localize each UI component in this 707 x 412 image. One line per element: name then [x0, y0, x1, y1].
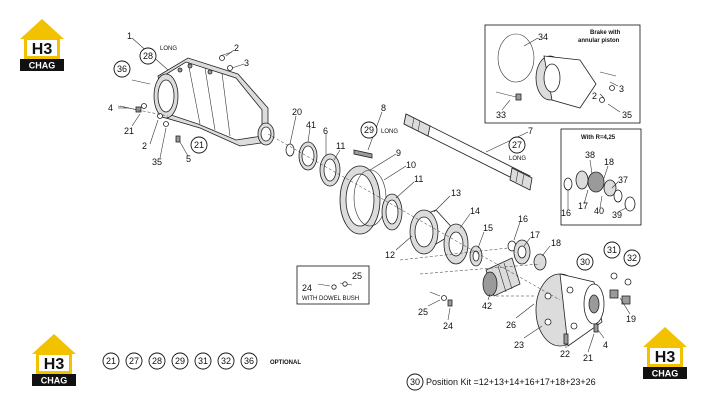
- callout-26: 26: [506, 320, 516, 330]
- brand-logo-bottom-left: H3 CHAG: [32, 334, 76, 386]
- callout-11: 11: [336, 141, 345, 151]
- wheel-hub-group: [339, 165, 483, 267]
- optional-legend: 21 27 28 29 31 32 36 OPTIONAL: [102, 352, 301, 370]
- axle-housing: [153, 57, 275, 147]
- callout-6: 6: [323, 126, 328, 136]
- logo-text: CHAG: [41, 376, 68, 386]
- callout-22: 22: [560, 349, 570, 359]
- dowel-bush-parts: [317, 281, 353, 290]
- circled-27: 27: [512, 140, 522, 150]
- text-notes: LONG LONG LONG Brake with annular piston…: [160, 30, 621, 302]
- callout-5: 5: [186, 154, 191, 164]
- callout-16: 16: [561, 208, 571, 218]
- optional-item: 29: [175, 356, 185, 366]
- circled-30: 30: [580, 257, 590, 267]
- circled-28: 28: [143, 51, 153, 61]
- brand-logo-bottom-right: H3 CHAG: [643, 327, 687, 379]
- callout-18: 18: [604, 157, 614, 167]
- circled-31: 31: [607, 245, 617, 255]
- callout-4: 4: [603, 340, 608, 350]
- callout-37: 37: [618, 175, 628, 185]
- note-r425: With R=4,25: [581, 135, 616, 141]
- position-kit-note: 30 Position Kit =12+13+14+16+17+18+23+26: [406, 373, 596, 391]
- seal-rings-group: [285, 141, 341, 187]
- note-long-shaft: LONG: [509, 156, 526, 162]
- r425-gears: [563, 170, 636, 212]
- note-brake-line2: annular piston: [578, 38, 620, 44]
- optional-label: OPTIONAL: [270, 360, 301, 366]
- callout-25: 25: [418, 307, 428, 317]
- optional-item: 32: [221, 356, 231, 366]
- callout-20: 20: [292, 107, 302, 117]
- optional-item: 31: [198, 356, 208, 366]
- assembly-guide-lines: [117, 105, 561, 301]
- circled-29: 29: [364, 125, 374, 135]
- callout-35: 35: [152, 157, 162, 167]
- callout-14: 14: [470, 206, 480, 216]
- callout-41: 41: [306, 120, 316, 130]
- callout-15: 15: [483, 223, 493, 233]
- drive-shaft: [353, 113, 533, 191]
- callout-34: 34: [538, 32, 548, 42]
- callout-17: 17: [578, 201, 588, 211]
- callout-2: 2: [142, 141, 147, 151]
- callout-18: 18: [551, 238, 561, 248]
- callout-40: 40: [594, 206, 604, 216]
- callout-11: 11: [414, 174, 423, 184]
- optional-item: 27: [129, 356, 139, 366]
- studs-25-24: [429, 291, 453, 307]
- callout-19: 19: [626, 314, 636, 324]
- callout-21: 21: [124, 126, 134, 136]
- callout-3: 3: [244, 58, 249, 68]
- circled-callouts: 28 36 21 29 27 30 31 32: [113, 47, 641, 271]
- callout-2: 2: [234, 43, 239, 53]
- callout-16: 16: [518, 214, 528, 224]
- planetary-gears: [482, 239, 547, 297]
- callout-1: 1: [127, 31, 132, 41]
- position-kit-number: 30: [410, 377, 420, 387]
- logo-text: CHAG: [29, 61, 56, 71]
- planet-carrier: [535, 272, 632, 347]
- position-kit-text: Position Kit =12+13+14+16+17+18+23+26: [426, 377, 596, 387]
- callout-numbers: 1 2 3 4 21 2 35 5 20 41 6 11 8 9 10 11 7…: [108, 31, 636, 363]
- callout-3: 3: [619, 84, 624, 94]
- callout-12: 12: [385, 250, 395, 260]
- callout-10: 10: [406, 160, 416, 170]
- optional-item: 21: [106, 356, 116, 366]
- optional-item: 36: [244, 356, 254, 366]
- callout-8: 8: [381, 103, 386, 113]
- logo-text: CHAG: [652, 369, 679, 379]
- callout-39: 39: [612, 210, 622, 220]
- callout-9: 9: [396, 148, 401, 158]
- circled-21: 21: [194, 140, 204, 150]
- optional-item: 28: [152, 356, 162, 366]
- brand-logo-top-left: H3 CHAG: [20, 19, 64, 71]
- callout-25: 25: [352, 271, 362, 281]
- note-long-pin: LONG: [381, 129, 398, 135]
- callout-24: 24: [302, 283, 312, 293]
- callout-35: 35: [622, 110, 632, 120]
- callout-24: 24: [443, 321, 453, 331]
- svg-text:H3: H3: [44, 356, 65, 373]
- note-brake-line1: Brake with: [590, 30, 621, 36]
- circled-32: 32: [627, 253, 637, 263]
- callout-2: 2: [592, 91, 597, 101]
- callout-21: 21: [583, 353, 593, 363]
- callout-42: 42: [482, 301, 492, 311]
- svg-text:H3: H3: [655, 349, 676, 366]
- circled-36: 36: [117, 64, 127, 74]
- callout-23: 23: [514, 340, 524, 350]
- note-long-housing: LONG: [160, 46, 177, 52]
- callout-38: 38: [585, 150, 595, 160]
- svg-text:H3: H3: [32, 41, 53, 58]
- callout-13: 13: [451, 188, 461, 198]
- callout-33: 33: [496, 110, 506, 120]
- callout-4: 4: [108, 103, 113, 113]
- callout-17: 17: [530, 230, 540, 240]
- callout-7: 7: [528, 126, 533, 136]
- note-dowel-bush: WITH DOWEL BUSH: [302, 296, 359, 302]
- brake-housing: [495, 33, 617, 109]
